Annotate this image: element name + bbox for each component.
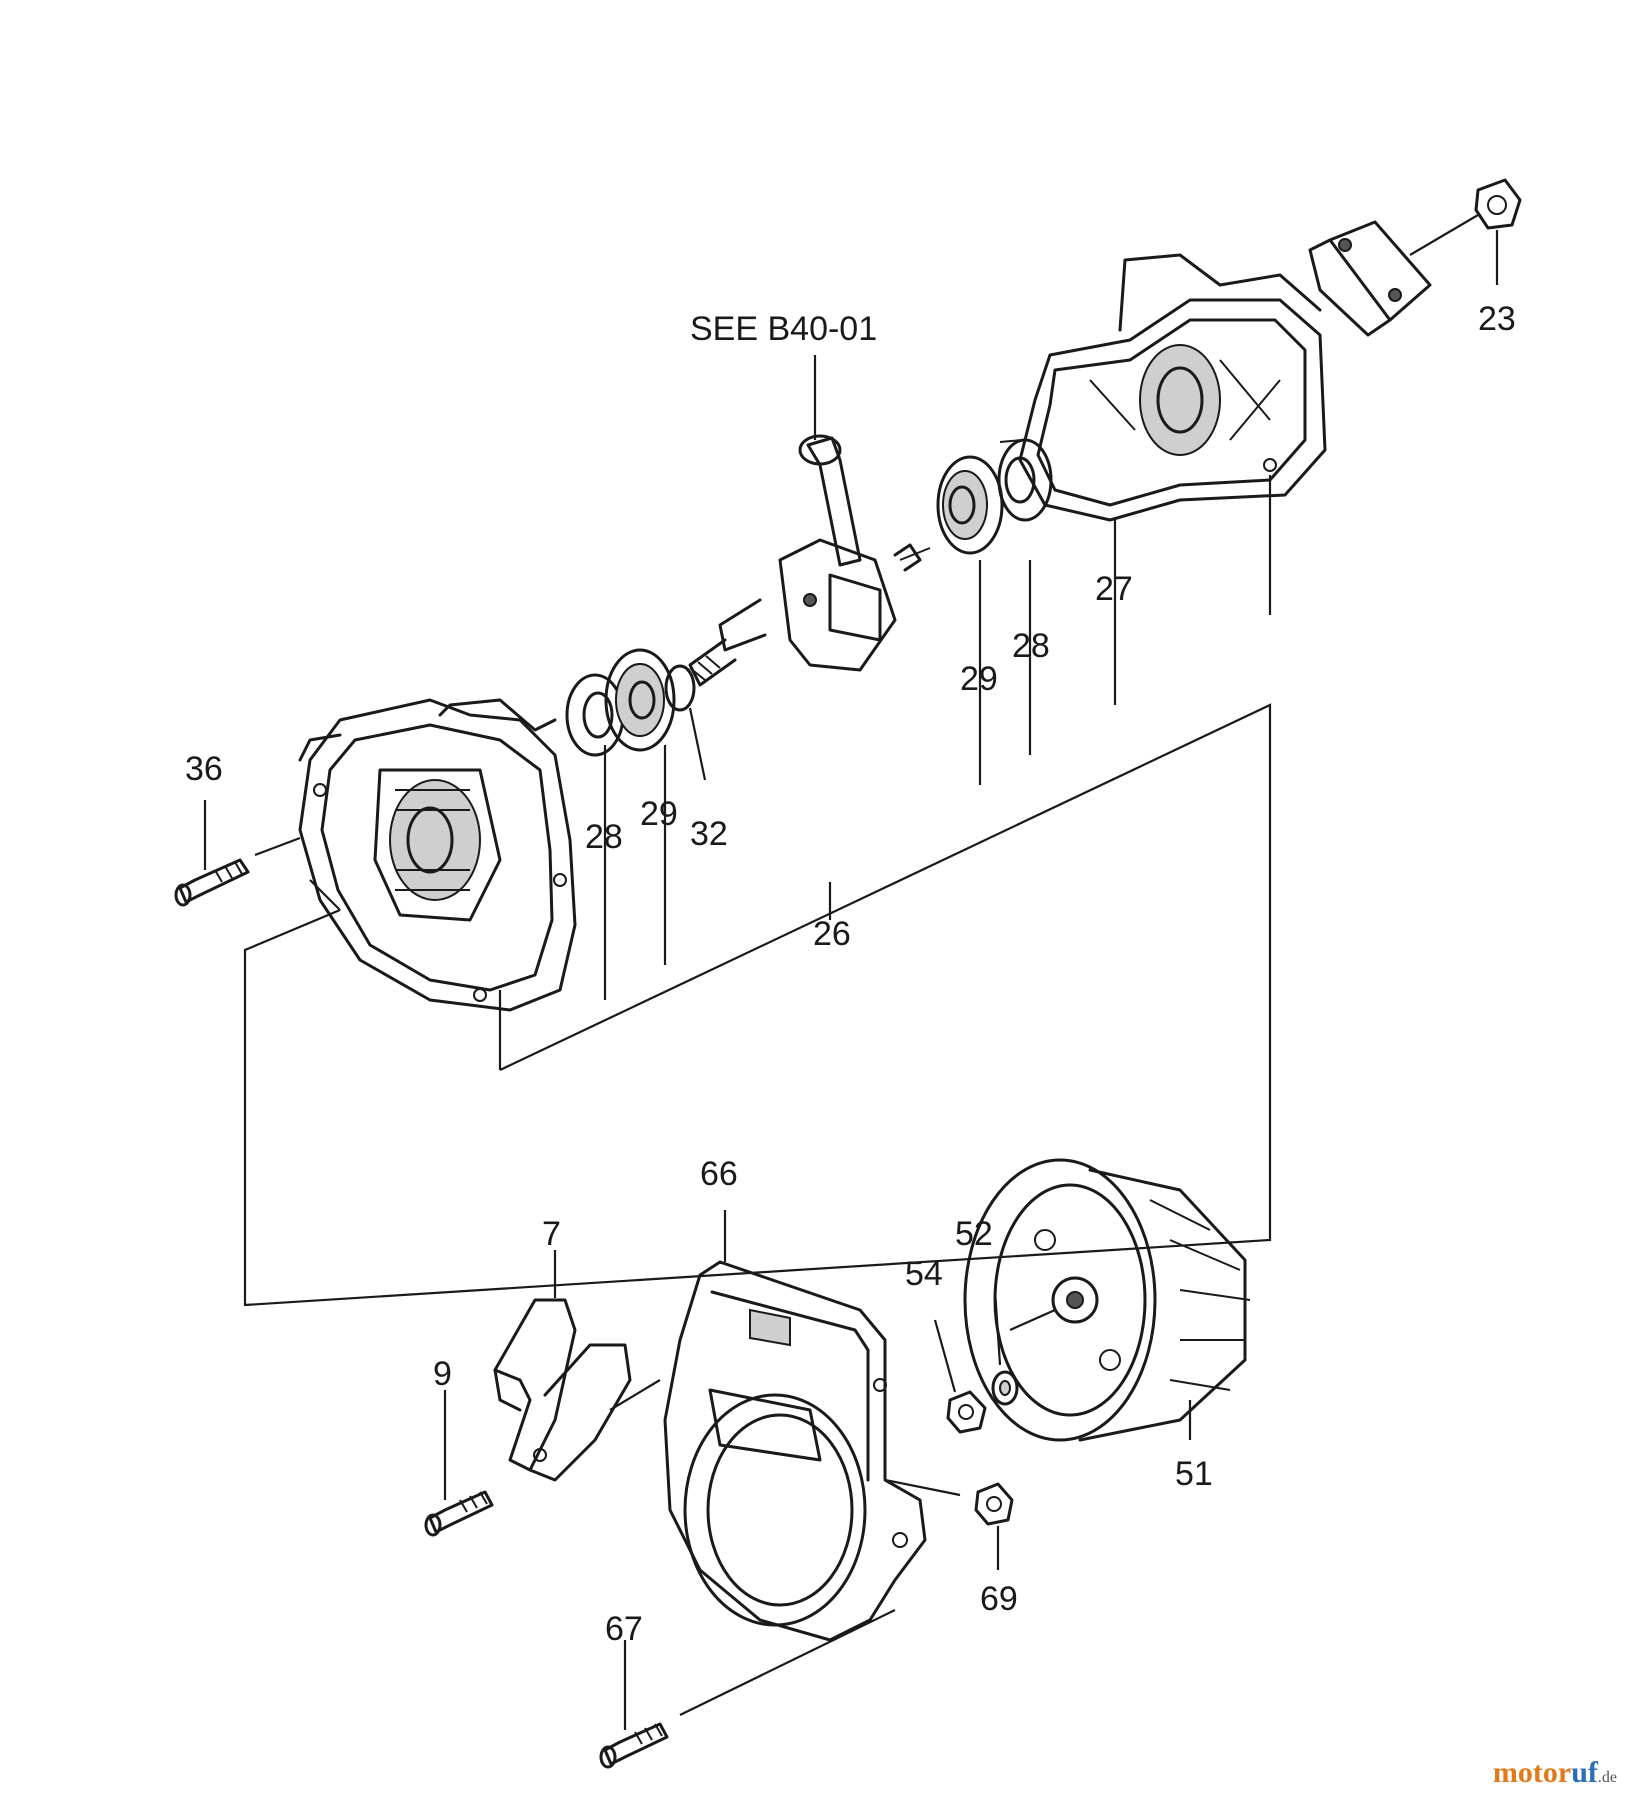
callout-66: 66 [700,1155,738,1193]
callout-28-right: 28 [1012,627,1050,665]
callout-67: 67 [605,1610,643,1648]
bearing-part-29-left [604,648,676,752]
callout-52: 52 [955,1215,993,1253]
callout-29-left: 29 [640,795,678,833]
callout-23: 23 [1478,300,1516,338]
callout-36: 36 [185,750,223,788]
nut-part-69 [974,1482,1014,1570]
fan-cover-part-66 [663,1210,961,1642]
watermark-part3: .de [1597,1769,1617,1786]
crankcase-half-part-27 [1018,253,1327,522]
guide-bracket-part-7 [493,1250,661,1482]
watermark-part1: motor [1492,1756,1572,1789]
ignition-plate [1308,220,1432,337]
nut-part-54 [933,1319,987,1434]
shim-part-32 [664,664,707,781]
callout-27: 27 [1095,570,1133,608]
flywheel-part-51 [963,1158,1251,1442]
bolt-part-67 [599,1609,896,1769]
washer-part-52 [991,1289,1019,1406]
crankshaft-assembly [688,355,931,687]
seal-part-28-right [997,438,1053,522]
callout-28-left: 28 [585,818,623,856]
callout-9: 9 [433,1355,452,1393]
crankcase-half-part-26 [298,698,577,1012]
callout-32: 32 [690,815,728,853]
callout-51: 51 [1175,1455,1213,1493]
callout-69: 69 [980,1580,1018,1618]
reference-note: SEE B40-01 [690,310,877,348]
bearing-part-29-right [936,455,1004,555]
site-watermark: motoruf.de [1493,1756,1617,1790]
nut-part-23 [1409,178,1522,285]
assembly-26-bracket-lines [243,475,1272,1307]
callout-26: 26 [813,915,851,953]
watermark-part2: uf [1571,1756,1598,1789]
callout-29-right: 29 [960,660,998,698]
seal-part-28-left [565,673,625,757]
callout-7: 7 [542,1215,561,1253]
bolt-part-9 [424,1390,494,1537]
callout-54: 54 [905,1255,943,1293]
bolt-part-36 [174,800,301,907]
